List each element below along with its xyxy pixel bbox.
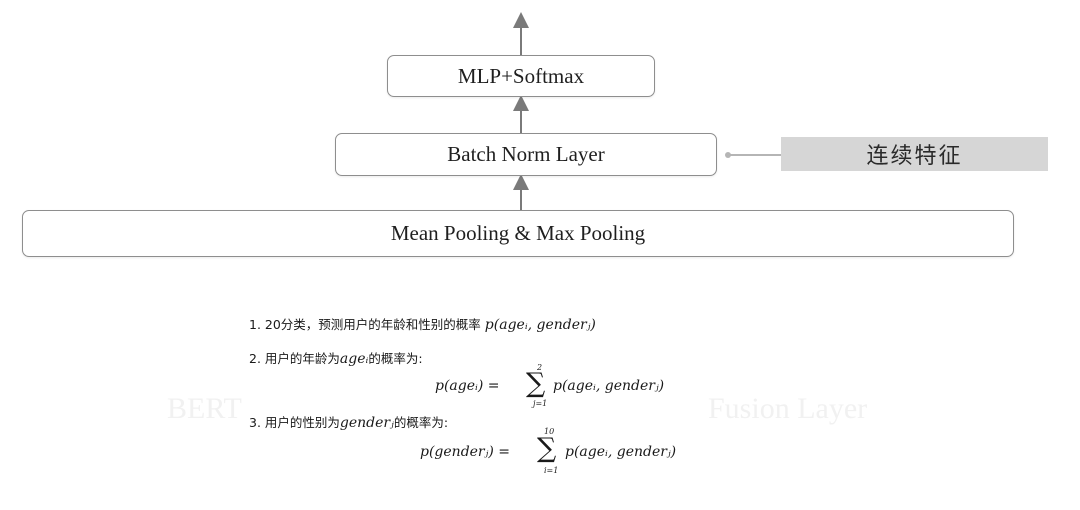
- note-item-1: 1. 20分类，预测用户的年龄和性别的概率 p(ageᵢ, genderⱼ): [249, 314, 596, 333]
- formula-3-sum-upper: 10: [544, 427, 555, 436]
- batch-norm-layer-box: Batch Norm Layer: [335, 133, 717, 176]
- formula-3-sum-lower: i=1: [544, 466, 559, 475]
- formula-2-sum-upper: 2: [537, 363, 543, 372]
- note-item-2-text-a: 2. 用户的年龄为: [249, 351, 340, 366]
- note-item-2: 2. 用户的年龄为ageᵢ的概率为:: [249, 348, 423, 367]
- note-item-3-text-b: 的概率为:: [393, 415, 449, 430]
- mlp-softmax-label: MLP+Softmax: [457, 63, 585, 88]
- formula-2-sum-lower: j=1: [533, 399, 548, 408]
- mlp-softmax-box: MLP+Softmax: [387, 55, 655, 97]
- note-item-3-text-a: 3. 用户的性别为: [249, 415, 340, 430]
- formula-2-rhs: p(ageᵢ, genderⱼ): [553, 378, 665, 394]
- ghost-text-fusion-layer: Fusion Layer: [708, 392, 868, 425]
- ghost-text-bert: BERT: [167, 392, 242, 425]
- formula-3-lhs: p(genderⱼ) =: [420, 444, 510, 460]
- arrow-feature-end: [725, 152, 731, 158]
- note-item-2-text-b: 的概率为:: [368, 351, 423, 366]
- note-item-3-variable: genderⱼ: [339, 415, 394, 431]
- continuous-feature-box: 连续特征: [781, 137, 1048, 171]
- pooling-label: Mean Pooling & Max Pooling: [390, 221, 646, 245]
- formula-3-rhs: p(ageᵢ, genderⱼ): [565, 444, 677, 460]
- note-item-1-text: 1. 20分类，预测用户的年龄和性别的概率: [249, 317, 481, 332]
- note-item-2-variable: ageᵢ: [339, 351, 369, 367]
- batch-norm-label: Batch Norm Layer: [447, 142, 605, 166]
- formula-2-lhs: p(ageᵢ) =: [435, 378, 500, 394]
- continuous-feature-label: 连续特征: [866, 144, 963, 169]
- note-item-1-formula: p(ageᵢ, genderⱼ): [484, 317, 596, 333]
- formula-3-sum-icon: ∑: [537, 433, 557, 464]
- pooling-box: Mean Pooling & Max Pooling: [22, 210, 1014, 257]
- note-item-3: 3. 用户的性别为genderⱼ的概率为:: [249, 412, 448, 431]
- formula-2-sum-icon: ∑: [526, 368, 546, 399]
